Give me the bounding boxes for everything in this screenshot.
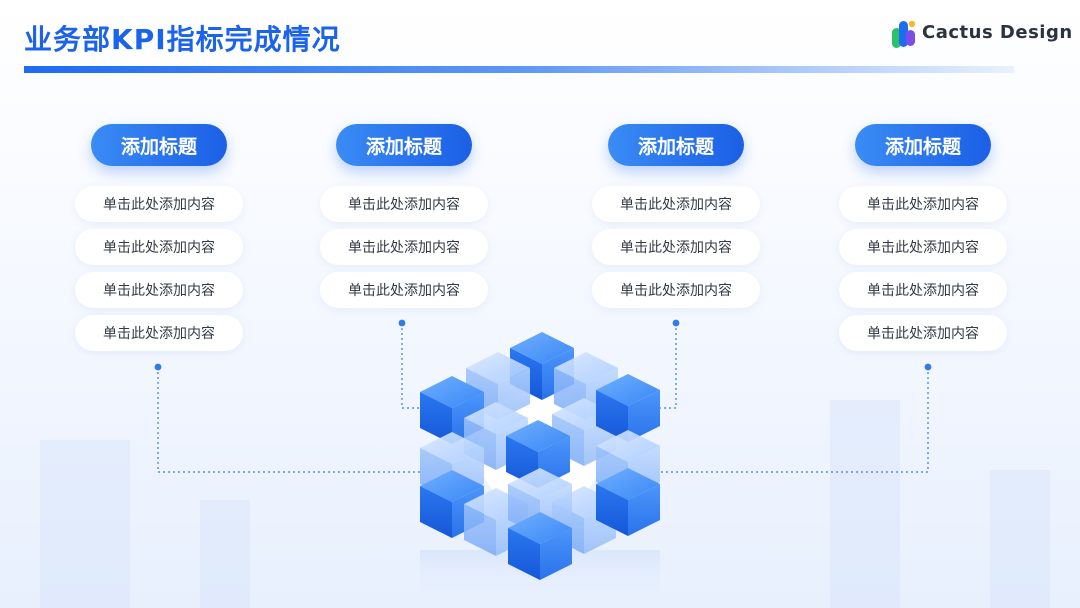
connector-dot-4 bbox=[924, 363, 932, 371]
header-underline bbox=[24, 66, 1014, 73]
column-title-button[interactable]: 添加标题 bbox=[91, 124, 227, 166]
content-item[interactable]: 单击此处添加内容 bbox=[592, 186, 760, 222]
content-item[interactable]: 单击此处添加内容 bbox=[320, 272, 488, 308]
background-block bbox=[40, 440, 130, 608]
cube-3d-icon bbox=[420, 332, 660, 608]
page-title: 业务部KPI指标完成情况 bbox=[24, 23, 341, 56]
content-item[interactable]: 单击此处添加内容 bbox=[75, 272, 243, 308]
content-item[interactable]: 单击此处添加内容 bbox=[75, 315, 243, 351]
content-item[interactable]: 单击此处添加内容 bbox=[592, 272, 760, 308]
content-item[interactable]: 单击此处添加内容 bbox=[75, 186, 243, 222]
connector-dot-1 bbox=[154, 363, 162, 371]
connector-dot-3 bbox=[672, 319, 680, 327]
connector-line-2 bbox=[401, 323, 420, 409]
kpi-column-2: 添加标题 单击此处添加内容 单击此处添加内容 单击此处添加内容 bbox=[320, 124, 488, 315]
kpi-column-4: 添加标题 单击此处添加内容 单击此处添加内容 单击此处添加内容 单击此处添加内容 bbox=[839, 124, 1007, 358]
connector-line-4 bbox=[660, 367, 929, 473]
content-item[interactable]: 单击此处添加内容 bbox=[839, 186, 1007, 222]
kpi-column-3: 添加标题 单击此处添加内容 单击此处添加内容 单击此处添加内容 bbox=[592, 124, 760, 315]
content-item[interactable]: 单击此处添加内容 bbox=[839, 229, 1007, 265]
kpi-column-1: 添加标题 单击此处添加内容 单击此处添加内容 单击此处添加内容 单击此处添加内容 bbox=[75, 124, 243, 358]
cactus-logo-icon bbox=[892, 20, 916, 48]
connector-line-1 bbox=[157, 367, 420, 473]
content-item[interactable]: 单击此处添加内容 bbox=[592, 229, 760, 265]
content-item[interactable]: 单击此处添加内容 bbox=[839, 315, 1007, 351]
column-title-button[interactable]: 添加标题 bbox=[336, 124, 472, 166]
brand-name: Cactus Design bbox=[922, 22, 1073, 43]
background-block bbox=[830, 400, 900, 608]
column-title-button[interactable]: 添加标题 bbox=[608, 124, 744, 166]
background-block bbox=[200, 500, 250, 608]
connector-line-3 bbox=[660, 323, 677, 409]
column-title-button[interactable]: 添加标题 bbox=[855, 124, 991, 166]
background-block bbox=[990, 470, 1050, 608]
content-item[interactable]: 单击此处添加内容 bbox=[839, 272, 1007, 308]
connector-dot-2 bbox=[398, 319, 406, 327]
content-item[interactable]: 单击此处添加内容 bbox=[75, 229, 243, 265]
content-item[interactable]: 单击此处添加内容 bbox=[320, 229, 488, 265]
content-item[interactable]: 单击此处添加内容 bbox=[320, 186, 488, 222]
